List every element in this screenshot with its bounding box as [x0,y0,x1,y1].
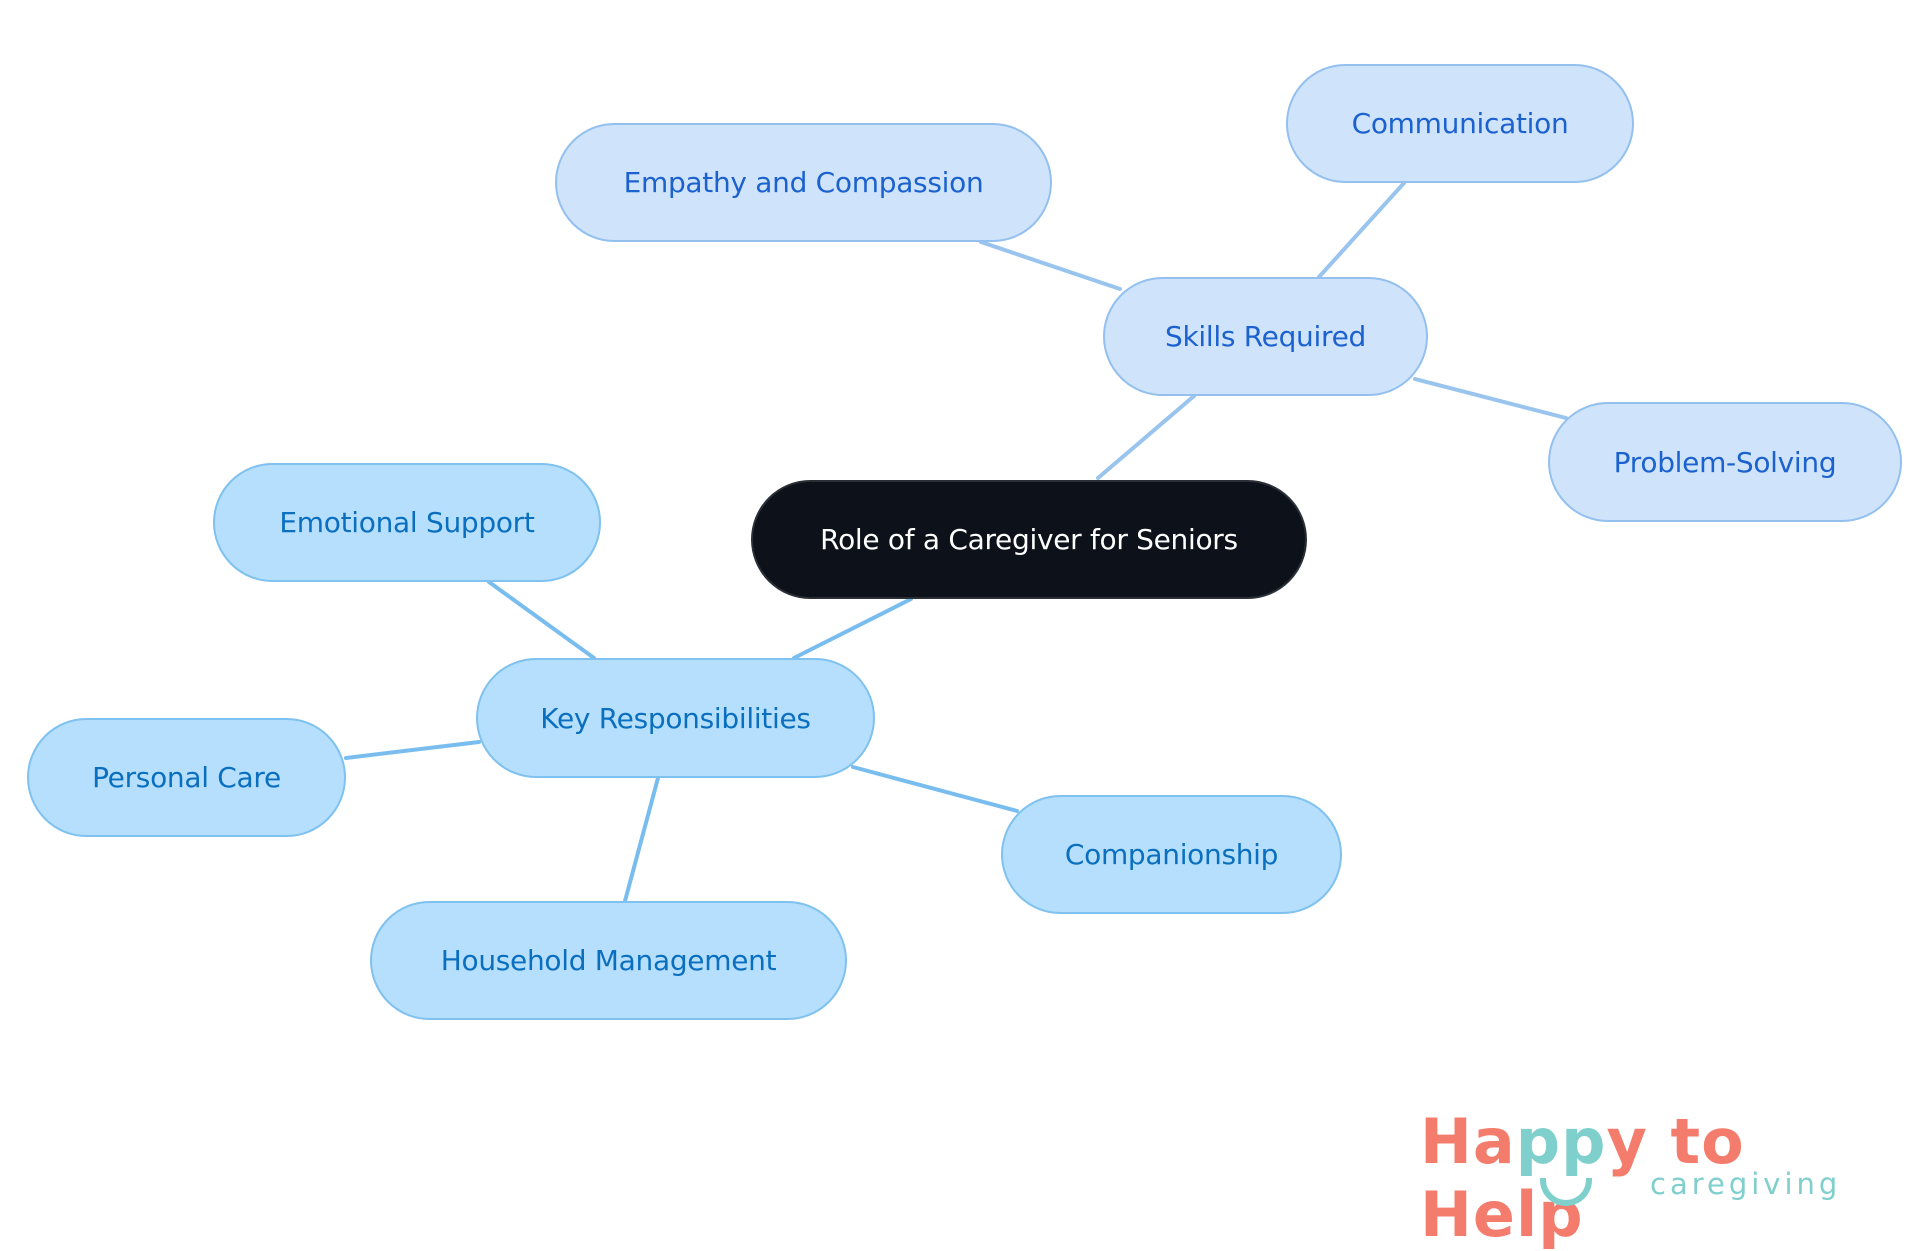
edge-root-skills [1096,394,1196,480]
edge-key-personal [344,740,481,760]
edge-key-household [623,776,660,903]
node-problem-solving: Problem-Solving [1548,402,1902,522]
edge-key-companionship [851,765,1019,813]
node-household-management: Household Management [370,901,847,1020]
node-empathy-and-compassion: Empathy and Compassion [555,123,1052,242]
node-key-responsibilities: Key Responsibilities [476,658,875,778]
node-personal-care: Personal Care [27,718,346,837]
node-communication: Communication [1286,64,1634,183]
smile-icon [1540,1178,1592,1206]
node-skills-required: Skills Required [1103,277,1428,396]
logo-tagline: caregiving [1650,1167,1842,1201]
node-emotional-support: Emotional Support [213,463,601,582]
edge-key-emotional [487,580,596,660]
edge-skills-problem-solving [1413,377,1568,420]
happy-to-help-logo: Happy to Help caregiving [1420,1105,1880,1251]
root-node: Role of a Caregiver for Seniors [751,480,1307,599]
edge-skills-communication [1317,181,1406,279]
node-companionship: Companionship [1001,795,1342,914]
edges [344,181,1568,903]
edge-skills-empathy [979,240,1122,291]
edge-root-key [792,597,913,660]
